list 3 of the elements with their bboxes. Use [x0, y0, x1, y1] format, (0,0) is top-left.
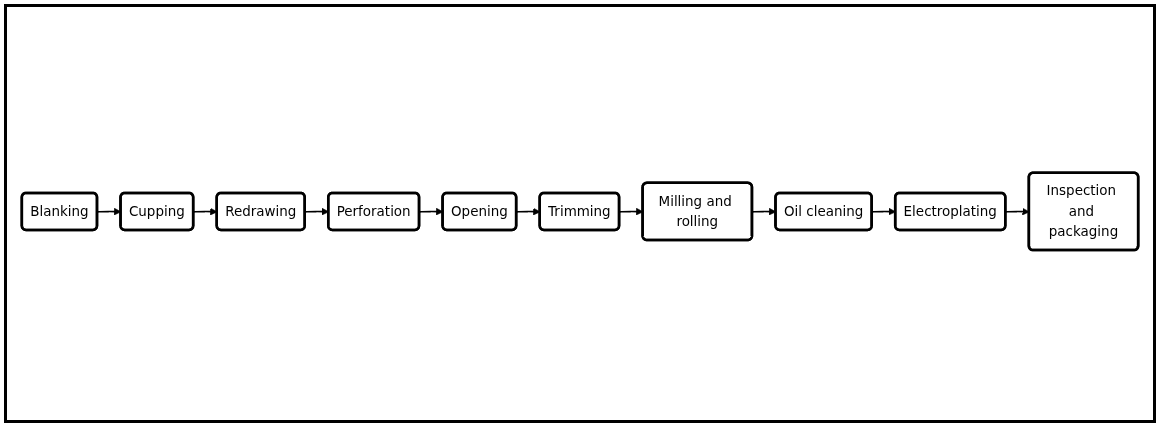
diagram-frame: Blanking Cupping Redrawing Perforation Opening Trimming Milling and rolling Oil cleaning Electroplating Inspection and packaging	[4, 4, 1156, 423]
arrow	[871, 208, 896, 216]
arrow	[304, 208, 329, 216]
